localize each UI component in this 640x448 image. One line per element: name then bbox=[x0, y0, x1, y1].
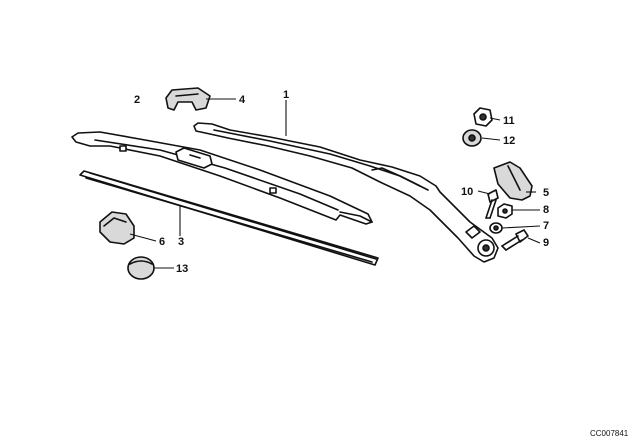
wiper-blade-frame bbox=[71, 131, 373, 225]
washer-7 bbox=[489, 222, 503, 234]
callout-4: 4 bbox=[239, 94, 246, 106]
round-cap bbox=[127, 256, 155, 280]
callout-2: 2 bbox=[134, 94, 140, 106]
callout-9: 9 bbox=[543, 237, 549, 249]
callout-13: 13 bbox=[176, 263, 188, 275]
leader-lines bbox=[129, 98, 541, 269]
callout-5: 5 bbox=[543, 187, 549, 199]
callout-7: 7 bbox=[543, 220, 549, 232]
bushing-12 bbox=[462, 129, 482, 147]
wiper-blade-refill bbox=[79, 170, 379, 266]
callout-11: 11 bbox=[503, 115, 515, 127]
callout-3: 3 bbox=[178, 236, 184, 248]
cover-cap bbox=[493, 161, 533, 201]
callout-8: 8 bbox=[543, 204, 549, 216]
bolt-9 bbox=[501, 229, 529, 251]
callout-labels: 1 2 3 4 5 6 7 8 9 10 11 12 13 bbox=[134, 89, 549, 275]
callout-12: 12 bbox=[503, 135, 515, 147]
screw-10 bbox=[485, 189, 499, 219]
nut-11 bbox=[473, 107, 493, 127]
callout-6: 6 bbox=[159, 236, 165, 248]
clip-adapter bbox=[165, 87, 211, 111]
callout-10: 10 bbox=[461, 186, 473, 198]
nut-8 bbox=[497, 203, 513, 219]
wiper-arm bbox=[193, 122, 499, 263]
end-cap bbox=[99, 211, 135, 245]
drawing-code: CC007841 bbox=[590, 429, 629, 438]
callout-1: 1 bbox=[283, 89, 289, 101]
